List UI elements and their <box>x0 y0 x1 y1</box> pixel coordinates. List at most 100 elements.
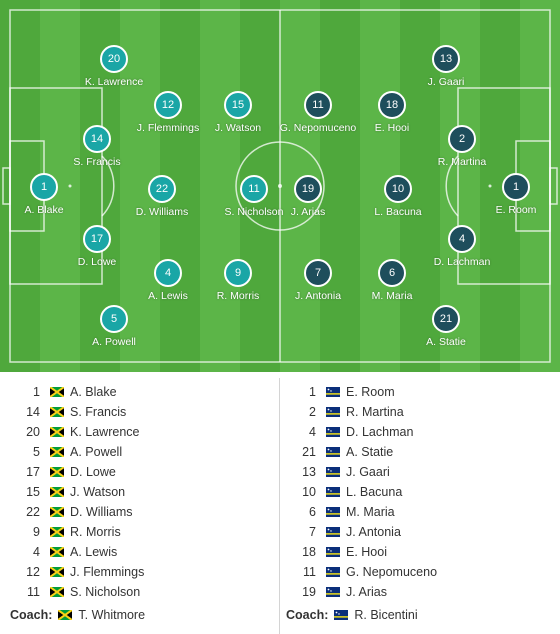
player-name: E. Hooi <box>346 545 387 559</box>
shirt-number: 1 <box>309 385 316 399</box>
player-name: A. Blake <box>70 385 117 399</box>
away-lineup-row[interactable]: 4 D. Lachman <box>286 422 556 442</box>
away-lineup-row[interactable]: 18 E. Hooi <box>286 542 556 562</box>
home-pitch-player[interactable]: 4 A. Lewis <box>108 259 228 302</box>
shirt-number: 17 <box>26 465 40 479</box>
player-name: S. Nicholson <box>70 585 141 599</box>
shirt-number: 21 <box>432 305 460 333</box>
player-name: J. Flemmings <box>70 565 145 579</box>
jamaica-flag-icon <box>50 527 64 537</box>
shirt-number: 15 <box>224 91 252 119</box>
jamaica-flag-icon <box>50 427 64 437</box>
away-lineup-row[interactable]: 11 G. Nepomuceno <box>286 562 556 582</box>
away-pitch-player[interactable]: 6 M. Maria <box>332 259 452 302</box>
player-name: M. Maria <box>346 505 395 519</box>
shirt-number: 2 <box>448 125 476 153</box>
player-name: J. Antonia <box>346 525 401 539</box>
shirt-number: 1 <box>33 385 40 399</box>
shirt-number: 19 <box>294 175 322 203</box>
player-name: D. Lowe <box>70 465 116 479</box>
curacao-flag-icon <box>326 387 340 397</box>
player-name: M. Maria <box>371 290 413 302</box>
shirt-number: 4 <box>33 545 40 559</box>
player-name: D. Williams <box>135 206 189 218</box>
jamaica-flag-icon <box>50 487 64 497</box>
away-pitch-player[interactable]: 19 J. Arias <box>248 175 368 218</box>
player-name: A. Lewis <box>70 545 118 559</box>
player-name: J. Watson <box>70 485 126 499</box>
player-name: E. Hooi <box>374 122 410 134</box>
player-name: A. Lewis <box>148 290 188 302</box>
shirt-number: 4 <box>448 225 476 253</box>
shirt-number: 11 <box>27 585 40 599</box>
shirt-number: 20 <box>100 45 128 73</box>
home-lineup-row[interactable]: 1 A. Blake <box>10 382 280 402</box>
curacao-flag-icon <box>326 547 340 557</box>
player-name: J. Arias <box>290 206 326 218</box>
player-name: D. Lachman <box>433 256 491 268</box>
jamaica-flag-icon <box>50 467 64 477</box>
shirt-number: 5 <box>100 305 128 333</box>
shirt-number: 9 <box>33 525 40 539</box>
curacao-flag-icon <box>326 527 340 537</box>
shirt-number: 11 <box>303 565 316 579</box>
player-name: G. Nepomuceno <box>346 565 438 579</box>
player-name: L. Bacuna <box>374 206 422 218</box>
coach-label: Coach: <box>10 608 53 622</box>
home-lineup-row[interactable]: 11 S. Nicholson <box>10 582 280 602</box>
shirt-number: 17 <box>83 225 111 253</box>
shirt-number: 4 <box>309 425 316 439</box>
shirt-number: 6 <box>378 259 406 287</box>
player-name: D. Lachman <box>346 425 414 439</box>
jamaica-flag-icon <box>50 507 64 517</box>
curacao-flag-icon <box>326 507 340 517</box>
jamaica-flag-icon <box>50 587 64 597</box>
away-pitch-player[interactable]: 4 D. Lachman <box>402 225 522 268</box>
shirt-number: 2 <box>309 405 316 419</box>
shirt-number: 18 <box>302 545 316 559</box>
shirt-number: 11 <box>240 175 268 203</box>
jamaica-flag-icon <box>50 567 64 577</box>
shirt-number: 9 <box>224 259 252 287</box>
home-lineup-row[interactable]: 17 D. Lowe <box>10 462 280 482</box>
shirt-number: 13 <box>302 465 316 479</box>
shirt-number: 12 <box>154 91 182 119</box>
shirt-number: 4 <box>154 259 182 287</box>
home-lineup-row[interactable]: 4 A. Lewis <box>10 542 280 562</box>
